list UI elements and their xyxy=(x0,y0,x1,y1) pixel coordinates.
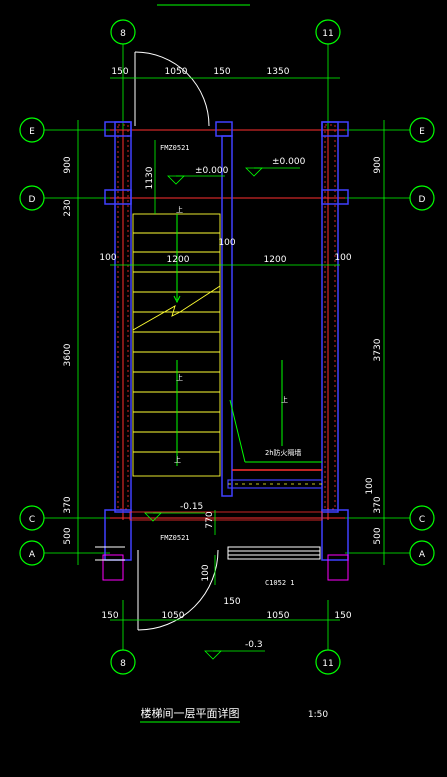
door-label-bottom: FMZ0521 xyxy=(160,534,190,542)
door-top-swing xyxy=(134,51,210,127)
elev-label-top-left: ±0.000 xyxy=(195,166,229,176)
dim-bot-150c: 150 xyxy=(334,611,351,621)
wall-inner-partition xyxy=(221,135,322,497)
grid-label-a-left: A xyxy=(29,550,36,560)
dim-top-150a: 150 xyxy=(111,67,128,77)
grid-axis-c-right: C xyxy=(409,505,435,531)
drawing-title: 楼梯间一层平面详图 xyxy=(141,706,240,720)
dim-100-stair: 100 xyxy=(218,238,235,248)
grid-axis-d-right: D xyxy=(409,185,435,211)
elev-mark-top-right: ±0.000 xyxy=(245,157,306,177)
fire-wall xyxy=(227,399,323,489)
grid-lines xyxy=(44,44,410,650)
dim-bot-1050b: 1050 xyxy=(267,611,290,621)
wall-right xyxy=(321,121,339,513)
up-label-1: 上 xyxy=(176,205,183,214)
grid-axis-e-right: E xyxy=(409,117,435,143)
grid-axis-e-left: E xyxy=(19,117,45,143)
grid-axis-a-right: A xyxy=(409,540,435,566)
grid-label-e-right: E xyxy=(419,127,425,137)
stair-arrows xyxy=(173,214,283,466)
dim-top-1050: 1050 xyxy=(165,67,188,77)
fire-wall-label: 2h防火隔墙 xyxy=(265,448,301,457)
grid-axis-8-top: 8 xyxy=(110,19,136,45)
dim-bot-150b: 150 xyxy=(223,597,240,607)
grid-axis-d-left: D xyxy=(19,185,45,211)
dim-left-370: 370 xyxy=(63,496,73,513)
dim-left-230: 230 xyxy=(63,199,73,216)
dim-100-bottom: 100 xyxy=(201,564,211,581)
dim-inner-100-left: 100 xyxy=(99,253,116,263)
grid-label-c-right: C xyxy=(419,515,425,525)
grid-axis-8-bottom: 8 xyxy=(110,649,136,675)
dim-inner-100-right: 100 xyxy=(334,253,351,263)
dim-top-150b: 150 xyxy=(213,67,230,77)
dim-1130: 1130 xyxy=(145,166,155,189)
dim-bot-1050a: 1050 xyxy=(162,611,185,621)
dim-bot-150a: 150 xyxy=(101,611,118,621)
drawing-scale: 1:50 xyxy=(308,710,328,720)
dim-left-900: 900 xyxy=(63,156,73,173)
dim-right-500: 500 xyxy=(373,527,383,544)
wall-bottom xyxy=(102,509,349,581)
dim-left-3600: 3600 xyxy=(63,343,73,366)
grid-axis-c-left: C xyxy=(19,505,45,531)
up-label-2: 上 xyxy=(176,373,183,382)
dim-right-370: 370 xyxy=(373,496,383,513)
grid-label-c-left: C xyxy=(29,515,35,525)
grid-label-d-right: D xyxy=(419,195,426,205)
wall-top-corners xyxy=(104,121,349,205)
dim-right-100: 100 xyxy=(365,477,375,494)
dim-span-1200-left: 1200 xyxy=(167,255,190,265)
elev-label-bottom: -0.3 xyxy=(245,640,263,650)
grid-label-8-top: 8 xyxy=(120,29,126,39)
grid-label-a-right: A xyxy=(419,550,426,560)
grid-label-e-left: E xyxy=(29,127,35,137)
center-lines xyxy=(110,129,345,520)
dim-right-3730: 3730 xyxy=(373,338,383,361)
door-bottom-swing xyxy=(95,546,321,631)
grid-axis-11-top: 11 xyxy=(315,19,341,45)
dim-left-500: 500 xyxy=(63,527,73,544)
elev-label-mid: -0.15 xyxy=(180,502,203,512)
dim-span-1200-right: 1200 xyxy=(264,255,287,265)
grid-axis-a-left: A xyxy=(19,540,45,566)
door-label-top: FMZ0521 xyxy=(160,144,190,152)
grid-label-8-bottom: 8 xyxy=(120,659,126,669)
dim-top-1350: 1350 xyxy=(267,67,290,77)
dim-770: 770 xyxy=(205,511,215,528)
elev-mark-mid: -0.15 xyxy=(144,502,205,522)
elev-mark-top-left: ±0.000 xyxy=(167,166,229,185)
up-label-4: 上 xyxy=(281,395,288,404)
dim-lines xyxy=(77,77,385,621)
dim-right-900: 900 xyxy=(373,156,383,173)
grid-label-11-top: 11 xyxy=(322,29,333,39)
elev-mark-bottom: -0.3 xyxy=(204,640,265,660)
grid-label-d-left: D xyxy=(29,195,36,205)
window-label-bottom: C1052 1 xyxy=(265,579,295,587)
elev-label-top-right: ±0.000 xyxy=(272,157,306,167)
grid-axis-11-bottom: 11 xyxy=(315,649,341,675)
grid-label-11-bottom: 11 xyxy=(322,659,333,669)
up-label-3: 上 xyxy=(174,455,181,464)
